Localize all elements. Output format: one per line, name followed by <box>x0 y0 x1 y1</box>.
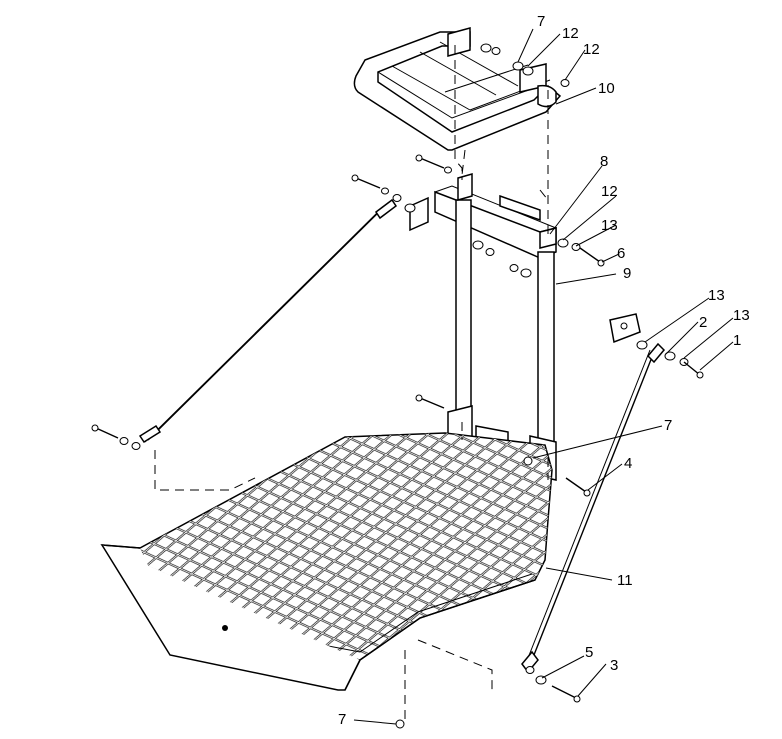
callout-7-bottom: 7 <box>338 711 346 728</box>
callout-8: 8 <box>600 153 608 170</box>
callout-9: 9 <box>623 265 631 282</box>
callout-12-top-right: 12 <box>583 41 600 58</box>
alignment-lines <box>154 45 549 720</box>
callout-4: 4 <box>624 455 632 472</box>
callout-13-mid: 13 <box>601 217 618 234</box>
callout-11: 11 <box>617 572 633 589</box>
leader-lines <box>353 28 734 725</box>
callout-5: 5 <box>585 644 593 661</box>
callout-1: 1 <box>733 332 741 349</box>
callout-7-mid: 7 <box>664 417 672 434</box>
callout-13-right-bottom: 13 <box>733 307 750 324</box>
hardware-bolts <box>91 43 704 729</box>
callout-7-top: 7 <box>537 13 545 30</box>
callout-10: 10 <box>598 80 615 97</box>
callout-labels: 7 12 12 10 8 12 13 6 9 13 2 13 1 7 4 11 … <box>338 13 750 728</box>
callout-6: 6 <box>617 245 625 262</box>
cable-right <box>521 342 666 674</box>
callout-12-mid: 12 <box>601 183 618 200</box>
cable-left <box>138 198 398 444</box>
callout-12-top-left: 12 <box>562 25 579 42</box>
callout-13-right-top: 13 <box>708 287 725 304</box>
callout-3: 3 <box>610 657 618 674</box>
callout-2: 2 <box>699 314 707 331</box>
seat-frame-part <box>353 27 562 151</box>
platform-part <box>100 432 553 691</box>
